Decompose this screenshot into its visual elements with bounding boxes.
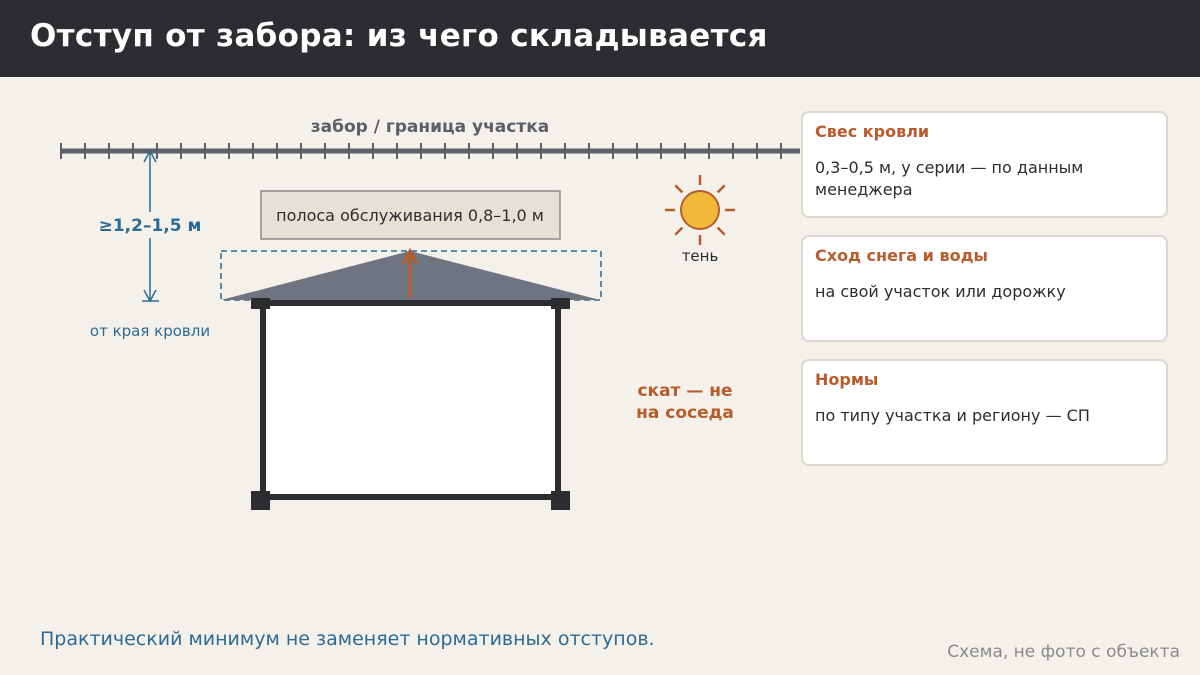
roof-arrow-head <box>401 247 419 265</box>
distance-label: ≥1,2–1,5 м <box>99 216 202 236</box>
distance-label-bg <box>93 212 207 238</box>
corner-post-top-left <box>251 298 270 309</box>
sun-ray <box>674 226 684 236</box>
slope-label-line1: скат — не <box>637 381 732 401</box>
slope-label-line2: на соседа <box>636 403 734 423</box>
card-text: по типу участка и региону — СП <box>815 406 1090 425</box>
page-title: Отступ от забора: из чего складывается <box>30 18 768 54</box>
card-norms: Нормы по типу участка и региону — СП <box>801 359 1168 466</box>
card-snow-water: Сход снега и воды на свой участок или до… <box>801 235 1168 342</box>
sun-icon <box>665 175 735 245</box>
corner-post-top-right <box>551 298 570 309</box>
card-title: Нормы <box>815 370 879 389</box>
corner-post-bottom-left <box>251 491 270 510</box>
card-text: на свой участок или дорожку <box>815 282 1066 301</box>
card-title: Свес кровли <box>815 122 930 141</box>
service-strip-box <box>260 190 561 240</box>
sun-ray <box>716 184 726 194</box>
fence-label: забор / граница участка <box>311 117 549 137</box>
sun-disc <box>680 190 720 230</box>
dimension-arrow-top <box>143 149 157 163</box>
service-strip-label: полоса обслуживания 0,8–1,0 м <box>276 206 544 225</box>
shadow-label: тень <box>682 247 719 265</box>
sun-ray <box>674 184 684 194</box>
sun-rays <box>665 175 735 245</box>
sun-ray <box>716 226 726 236</box>
footnote: Практический минимум не заменяет нормати… <box>40 628 655 650</box>
distance-note: от края кровли <box>90 322 210 340</box>
header-bar: Отступ от забора: из чего складывается <box>0 0 1200 77</box>
house-walls <box>260 300 561 500</box>
card-text: 0,3–0,5 м, у серии — по данным менеджера <box>815 158 1084 199</box>
fence <box>60 143 800 159</box>
card-roof-overhang: Свес кровли 0,3–0,5 м, у серии — по данн… <box>801 111 1168 218</box>
credit-note: Схема, не фото с объекта <box>947 642 1180 662</box>
fence-ticks <box>60 143 782 159</box>
card-title: Сход снега и воды <box>815 246 988 265</box>
corner-post-bottom-right <box>551 491 570 510</box>
